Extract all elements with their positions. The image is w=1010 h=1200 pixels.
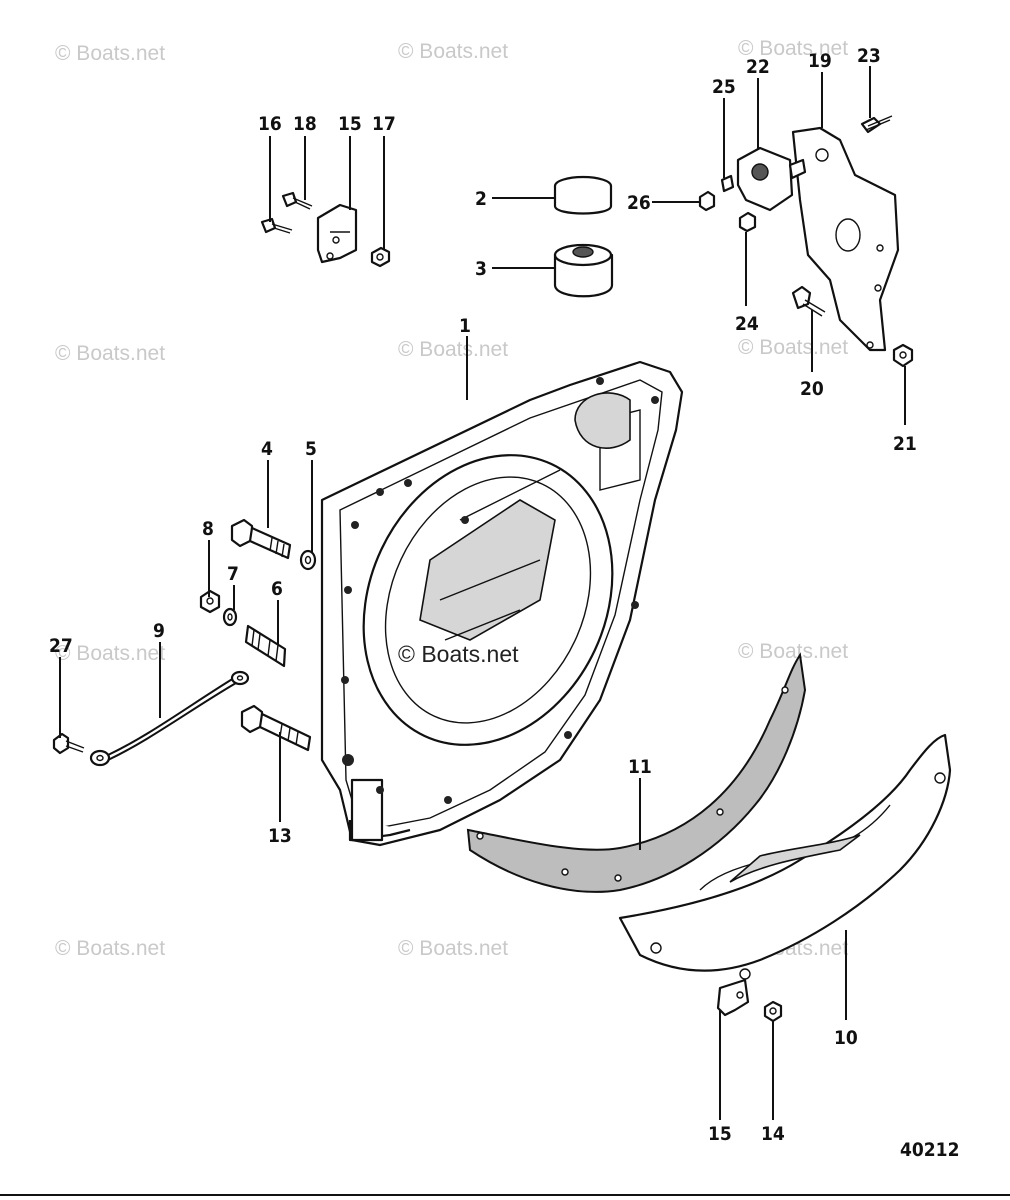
callout-4: 4: [261, 438, 273, 460]
callout-21: 21: [893, 433, 917, 455]
watermark: © Boats.net: [55, 42, 165, 65]
callout-11: 11: [628, 756, 652, 778]
callout-1: 1: [459, 315, 471, 337]
callout-15-bottom: 15: [708, 1123, 732, 1145]
figure-number: 40212: [900, 1139, 959, 1161]
callout-7: 7: [227, 563, 239, 585]
callout-18: 18: [293, 113, 317, 135]
watermark: © Boats.net: [398, 937, 508, 960]
watermark: © Boats.net: [398, 40, 508, 63]
bracket-assembly: [260, 191, 391, 268]
callout-16: 16: [258, 113, 282, 135]
callout-5: 5: [305, 438, 317, 460]
callout-24: 24: [735, 313, 759, 335]
callout-labels: 1 2 3 4 5 6 7 8 9 10 11 13 14 15 15 16 1…: [49, 45, 917, 1145]
mount-part-3: [553, 243, 614, 298]
callout-22: 22: [746, 56, 770, 78]
gasket-part-11: [466, 652, 807, 893]
callout-9: 9: [153, 620, 165, 642]
watermark: © Boats.net: [398, 338, 508, 361]
callout-10: 10: [834, 1027, 858, 1049]
watermark: © Boats.net: [738, 640, 848, 663]
center-watermark: © Boats.net: [398, 641, 519, 667]
callout-23: 23: [857, 45, 881, 67]
callout-27: 27: [49, 635, 73, 657]
watermark: © Boats.net: [55, 937, 165, 960]
watermark: © Boats.net: [738, 336, 848, 359]
leader-lines: [59, 66, 906, 1120]
callout-25: 25: [712, 76, 736, 98]
callout-17: 17: [372, 113, 396, 135]
fasteners-left: [52, 518, 317, 767]
callout-13: 13: [268, 825, 292, 847]
callout-8: 8: [202, 518, 214, 540]
watermark: © Boats.net: [738, 37, 848, 60]
callout-3: 3: [475, 258, 487, 280]
callout-15-top: 15: [338, 113, 362, 135]
callout-19: 19: [808, 50, 832, 72]
watermarks: © Boats.net © Boats.net © Boats.net © Bo…: [55, 37, 848, 960]
watermark: © Boats.net: [55, 642, 165, 665]
mounting-plate-assembly: [698, 115, 914, 368]
callout-2: 2: [475, 188, 487, 210]
cap-part-2: [553, 175, 613, 215]
bottom-border: [0, 1194, 1010, 1196]
callout-14: 14: [761, 1123, 785, 1145]
flywheel-cover-part-10: [618, 733, 952, 1023]
callout-20: 20: [800, 378, 824, 400]
callout-26: 26: [627, 192, 651, 214]
flywheel-housing: [320, 360, 684, 847]
callout-6: 6: [271, 578, 283, 600]
watermark: © Boats.net: [55, 342, 165, 365]
